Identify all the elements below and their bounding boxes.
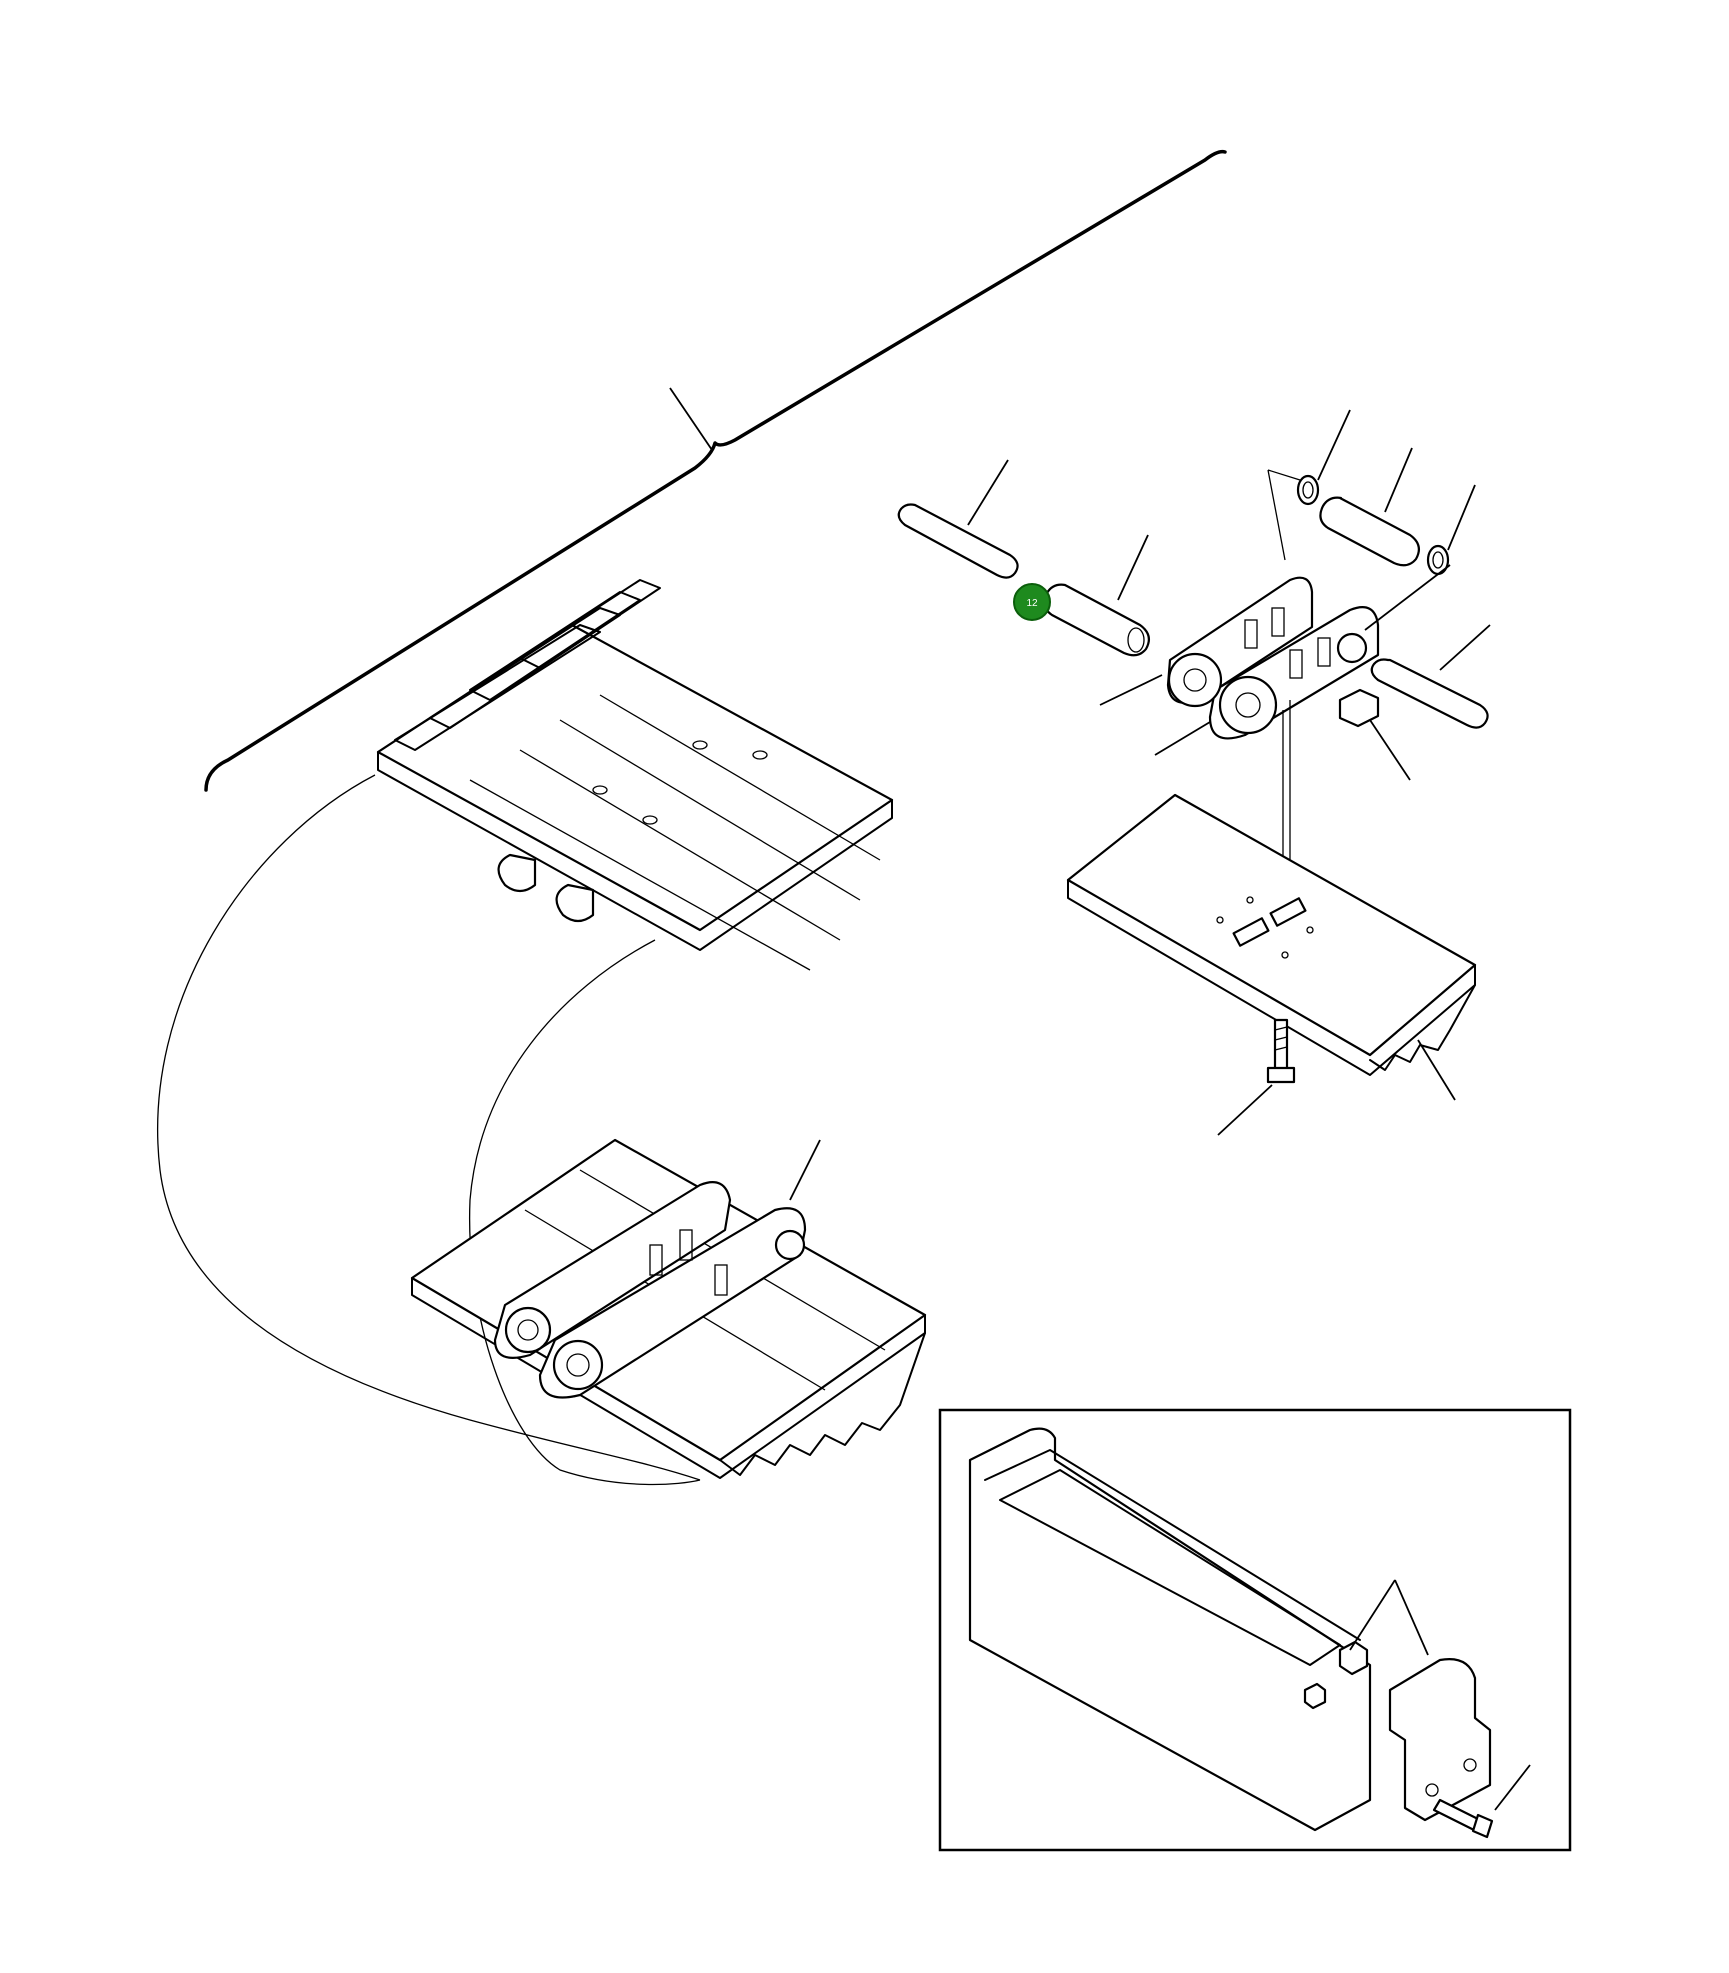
track-chain-lower (410, 1138, 927, 1479)
link-assembly (1099, 564, 1451, 756)
track-shoe (1066, 793, 1477, 1101)
hotspot-12[interactable]: 12 (1013, 583, 1051, 621)
track-pin (897, 459, 1019, 579)
hotspot-label: 12 (1026, 598, 1038, 609)
master-pin (1370, 624, 1491, 729)
track-shoes-upper (376, 579, 894, 971)
shoe-bolt (1217, 1018, 1296, 1136)
nut (1338, 688, 1411, 781)
assembly-bracket (204, 149, 1227, 792)
spacer-bushing (1267, 447, 1421, 567)
inset-detail (938, 1408, 1572, 1852)
bushing (1043, 534, 1151, 657)
